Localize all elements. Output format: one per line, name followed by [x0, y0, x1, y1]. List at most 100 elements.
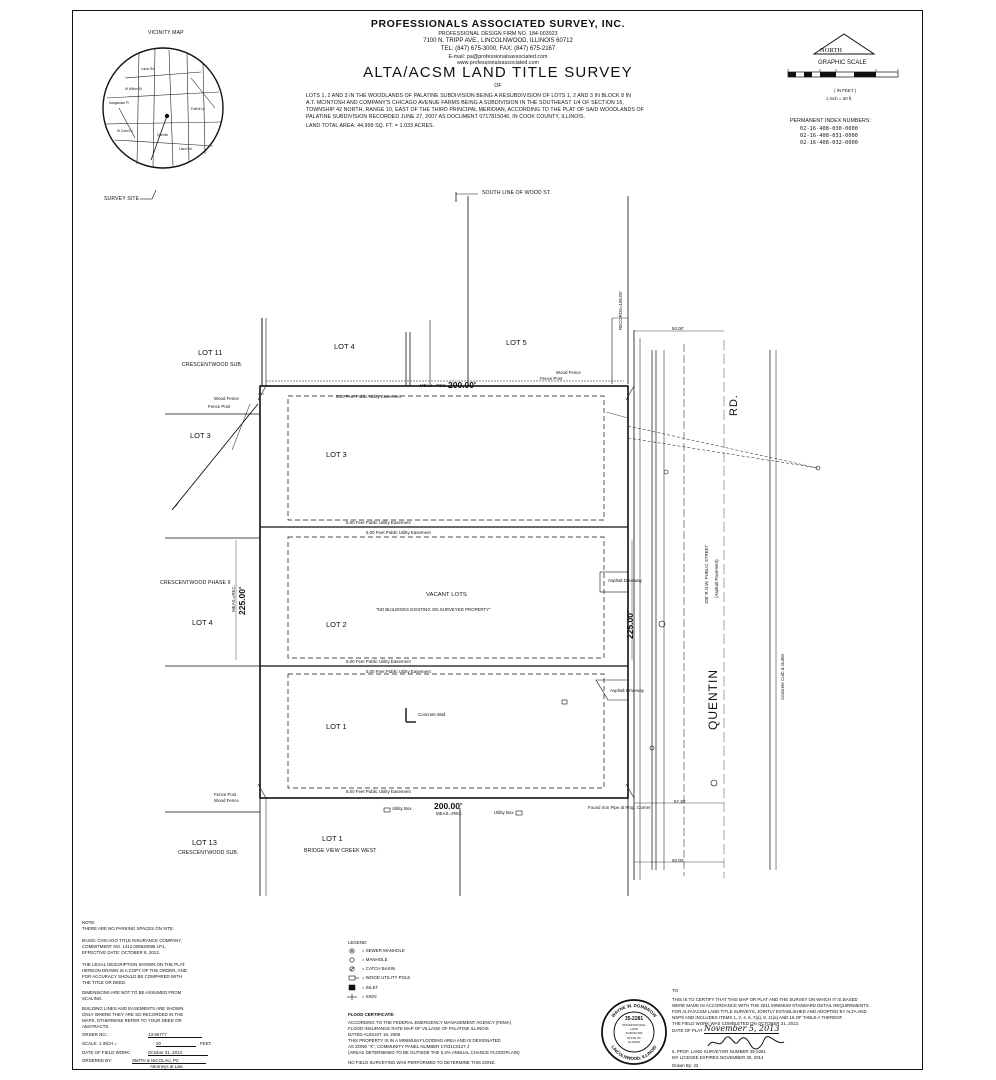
asphalt-driveway-1: Asphalt Driveway — [608, 578, 642, 583]
note-title: NOTE: — [82, 920, 96, 925]
rd-label: RD. — [728, 394, 740, 416]
south-line-wood-st: SOUTH LINE OF WOOD ST. — [482, 190, 552, 196]
fence-post-label-3: Fence Post — [214, 792, 237, 797]
lot-11-label: LOT 11 — [198, 348, 223, 357]
vicinity-map-title: VICINITY MAP — [148, 30, 184, 36]
lot-2-label: LOT 2 — [326, 620, 347, 629]
legal-note-1: THE LEGAL DESCRIPTION SHOWN ON THE PLAT — [82, 962, 185, 967]
vacant-lots-label: VACANT LOTS — [426, 592, 467, 598]
wood-fence-label-2: Wood Fence — [556, 370, 581, 375]
flood-line-2: FLOOD INSURANCE RATE MAP OF VILLAGE OF P… — [348, 1026, 489, 1031]
legal-note-3: FOR ACCURACY SHOULD BE COMPARED WITH — [82, 974, 183, 979]
survey-of: OF — [494, 83, 502, 89]
north-dim-200: 200.00' — [448, 380, 477, 390]
drawn-by: Drawn By: 22 — [672, 1063, 699, 1068]
vicinity-map: Lunar Rd W Wilton St Sauganash Pl Fairhi… — [102, 47, 224, 169]
found-iron-pipe-label: Found Iron Pipe at Prop. Corner — [588, 805, 651, 810]
legal-line-3: TOWNSHIP 42 NORTH, RANGE 10, EAST OF THE… — [306, 107, 644, 113]
cert-line-5: THE FIELD WORK WAS COMPLETED ON OCTOBER … — [672, 1021, 800, 1026]
no-buildings-label: "NO BUILDINGS EXISTING ON SURVEYED PROPE… — [376, 607, 491, 612]
lot-13-label: LOT 13 — [192, 838, 217, 847]
field-work-label: DATE OF FIELD WORK: — [82, 1050, 131, 1055]
ordered-by-label: ORDERED BY: — [82, 1058, 113, 1063]
bridge-view-label: BRIDGE VIEW CREEK WEST — [304, 848, 377, 854]
flood-line-5: AS ZONE "X", COMMUNITY PANEL NUMBER 1703… — [348, 1044, 470, 1049]
scale-in-feet: ( IN FEET ) — [834, 88, 857, 93]
legend-item-6: = SIGN — [362, 994, 377, 999]
fence-post-label-2: Fence Post — [540, 376, 563, 381]
bottom-lot-1-label: LOT 1 — [322, 834, 343, 843]
attorneys-label: Attorneys at Law — [150, 1064, 183, 1069]
easement-label-3: 5.00 Feet Public Utility Easement — [366, 530, 431, 535]
scale-label: SCALE: 1 INCH = — [82, 1041, 118, 1046]
records-label: RECORDS=105.00' — [618, 291, 623, 330]
svg-text:SURVEYOR: SURVEYOR — [626, 1031, 644, 1035]
easement-label-4: 5.00 Feet Public Utility Easement — [346, 659, 411, 664]
top-lot-4-label: LOT 4 — [334, 342, 355, 351]
date-of-plat-value: November 5, 2013 — [704, 1024, 780, 1034]
asphalt-driveway-2: Asphalt Driveway — [610, 688, 644, 693]
note-parking: THERE ARE NO PARKING SPACES ON SITE. — [82, 926, 175, 931]
flood-line-6: (AREAS DETERMINED TO BE OUTSIDE THE 0.2%… — [348, 1050, 520, 1055]
legal-note-4: THE TITLE OR DEED. — [82, 980, 127, 985]
svg-text:Quentin: Quentin — [157, 133, 168, 137]
flood-line-3: DATED AUGUST 19, 2008 — [348, 1032, 401, 1037]
wood-fence-label-1: Wood Fence — [214, 396, 239, 401]
survey-title: ALTA/ACSM LAND TITLE SURVEY — [363, 64, 633, 81]
north-meas-rec: MEAS.=REC. — [420, 383, 447, 388]
quentin-label: QUENTIN — [706, 669, 720, 730]
south-dim-200: 200.00' — [434, 801, 463, 811]
dim-note-1: DIMENSIONS ARE NOT TO BE ASSUMED FROM — [82, 990, 182, 995]
basis-line-2: COMMITMENT NO. 1412 008530086 LP1, — [82, 944, 166, 949]
dim-note-2: SCALING. — [82, 996, 103, 1001]
legend-item-4: = WOOD UTILITY POLE — [362, 975, 411, 980]
flood-title: FLOOD CERTIFICATE: — [348, 1012, 395, 1017]
scale-unit: FEET. — [200, 1041, 212, 1046]
legend-item-5: = INLET — [362, 985, 379, 990]
date-of-plat-label: DATE OF PLAT — [672, 1028, 703, 1033]
scale-value: 20 — [156, 1041, 196, 1047]
svg-text:W Wilton St: W Wilton St — [125, 87, 142, 91]
bl-note-1: BUILDING LINES AND EASEMENTS ARE SHOWN — [82, 1006, 184, 1011]
north-arrow — [812, 33, 876, 55]
legend-title: LEGEND: — [348, 940, 368, 945]
svg-text:PROFESSIONAL: PROFESSIONAL — [622, 1023, 646, 1027]
cert-line-3: FOR ALTA/ACSM LAND TITLE SURVEYS, JOINTL… — [672, 1009, 867, 1014]
legend-item-3: = CATCH BASIN — [362, 966, 395, 971]
bl-note-2: ONLY WHERE THEY ARE SO RECORDED IN THE — [82, 1012, 184, 1017]
easement-label-1: 5.00 Feet Public Utility Easement — [336, 394, 401, 399]
wood-fence-label-3: Wood Fence — [214, 798, 239, 803]
license-expiry: MY LICENSE EXPIRES NOVEMBER 30, 2014 — [672, 1055, 764, 1060]
crescentwood-phase-label: CRESCENTWOOD PHASE II — [160, 580, 231, 586]
west-dim-225: 225.00' — [237, 586, 248, 616]
svg-text:W Carol Dr: W Carol Dr — [117, 129, 134, 133]
survey-sheet — [72, 10, 923, 1070]
cert-line-2: WERE MADE IN ACCORDANCE WITH THE 2011 MI… — [672, 1003, 869, 1008]
graphic-scale-label: GRAPHIC SCALE — [818, 60, 867, 66]
order-label: ORDER NO.: — [82, 1032, 109, 1037]
svg-text:ILLINOIS: ILLINOIS — [628, 1040, 640, 1044]
scale-inch: 1 inch = 20 ft. — [826, 96, 853, 101]
svg-text:LAND: LAND — [630, 1027, 639, 1031]
flood-line-7: NO FIELD SURVEYING WAS PERFORMED TO DETE… — [348, 1060, 496, 1065]
lot-3-label: LOT 3 — [326, 450, 347, 459]
easement-label-2: 5.00 Feet Public Utility Easement — [346, 520, 411, 525]
pin-number-1: 02-16-408-030-0000 — [800, 126, 859, 132]
company-email: E-mail: pa@professionalsassociated.com — [448, 54, 548, 60]
firm-number: PROFESSIONAL DESIGN FIRM NO. 184-003023 — [438, 31, 558, 37]
legal-line-2: A.T. MCINTOSH AND COMPANY'S CHICAGO AVEN… — [306, 100, 624, 106]
surveyor-signature — [707, 1036, 785, 1050]
dist-5730: 57.30' — [674, 799, 686, 804]
svg-text:Lawn Rd: Lawn Rd — [179, 147, 192, 151]
company-phone: TEL: (847) 675-3000, FAX: (847) 675-2167 — [440, 46, 556, 52]
legal-line-4: PALATINE SUBDIVISION RECORDED JUNE 27, 2… — [306, 114, 586, 120]
utility-box-2: Utility Box — [494, 810, 514, 815]
adjacent-lot-3-label: LOT 3 — [190, 431, 211, 440]
utility-box-1: Utility Box — [392, 806, 412, 811]
svg-text:Lunar Rd: Lunar Rd — [141, 67, 154, 71]
legal-note-2: HEREON DRAWN IS A COPY OF THE ORDER, AND — [82, 968, 187, 973]
pin-number-3: 02-16-408-032-0000 — [800, 140, 859, 146]
survey-site-leader — [140, 190, 157, 200]
basis-line-1: BASIS: CHICAGO TITLE INSURANCE COMPANY, — [82, 938, 182, 943]
